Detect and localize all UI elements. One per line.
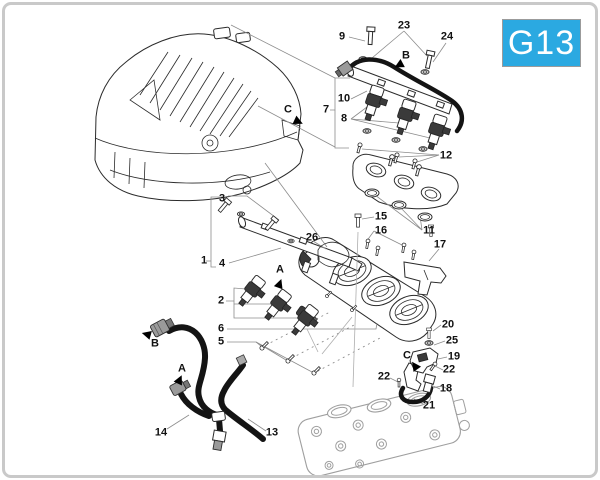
plate-code-label: G13 bbox=[507, 23, 576, 62]
intake-manifold bbox=[352, 153, 459, 210]
airbox-ribs bbox=[139, 51, 259, 138]
valve-assembly bbox=[396, 327, 439, 405]
plate-badge: G13 bbox=[502, 19, 581, 67]
cylinder-head-cover bbox=[297, 385, 470, 477]
hose-fitting-b bbox=[150, 317, 175, 338]
fuel-hoses-bottom bbox=[150, 317, 266, 452]
leader-lines bbox=[166, 24, 448, 432]
gasket-26 bbox=[317, 241, 350, 268]
fuel-hose-top bbox=[334, 57, 465, 134]
hose-fitting-a bbox=[169, 379, 192, 396]
bracket-17 bbox=[403, 261, 447, 296]
airbox bbox=[94, 26, 304, 202]
